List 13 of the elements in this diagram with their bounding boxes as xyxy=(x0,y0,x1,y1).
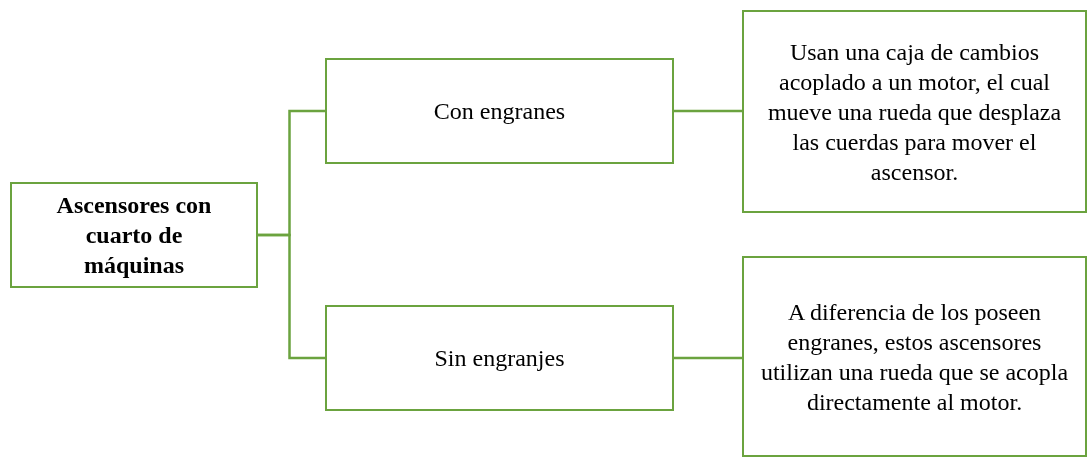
root-box xyxy=(10,182,258,288)
connector-line xyxy=(674,356,742,360)
node-text: A diferencia de los poseen engranes, estos ascensores utilizan una rueda que se acopla directamente al motor. xyxy=(759,297,1070,417)
connector-line xyxy=(258,233,325,360)
node-text: Sin engranjes xyxy=(434,344,565,373)
description-box xyxy=(742,10,1087,213)
node-text: Usan una caja de cambios acoplado a un motor, el cual mueve una rueda que desplaza las cuerdas para mover el ascensor. xyxy=(766,37,1063,187)
category-box xyxy=(325,58,674,164)
description-box xyxy=(742,256,1087,457)
node-text: Con engranes xyxy=(433,97,566,126)
category-box xyxy=(325,305,674,411)
node-text: Ascensores con cuarto de máquinas xyxy=(55,191,213,280)
connector-line xyxy=(674,109,742,113)
